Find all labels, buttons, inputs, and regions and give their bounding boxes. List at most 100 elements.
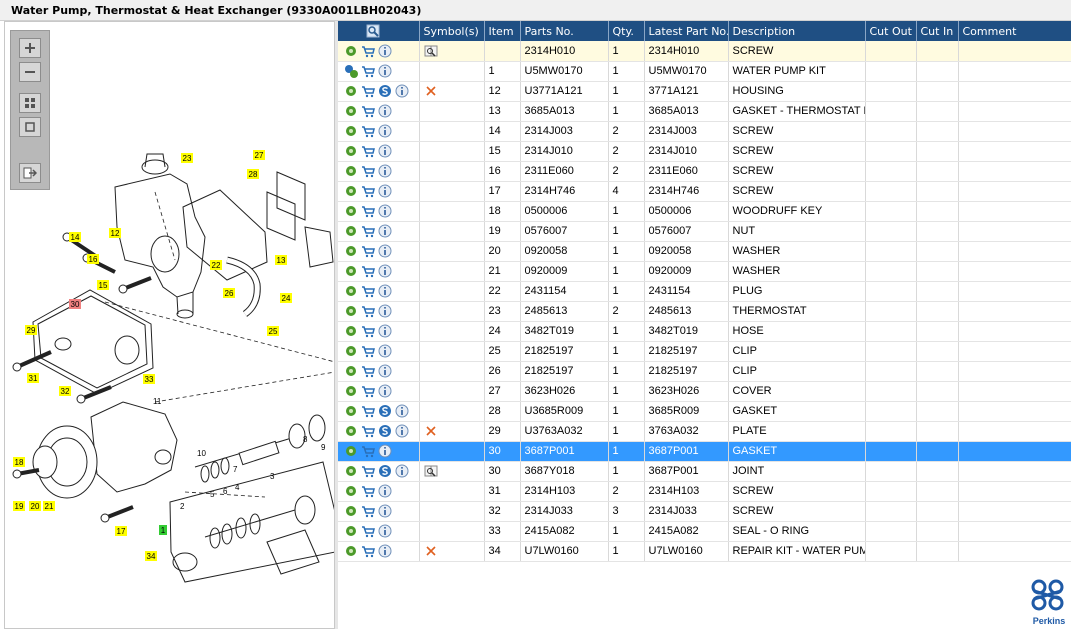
description-cell[interactable]: SCREW xyxy=(728,121,866,142)
cut-out-cell[interactable] xyxy=(865,361,917,382)
qty-cell[interactable]: 2 xyxy=(608,161,645,182)
parts-no-cell[interactable]: 0920009 xyxy=(520,261,609,282)
cut-out-cell[interactable] xyxy=(865,501,917,522)
s-icon[interactable] xyxy=(378,84,392,98)
cut-out-cell[interactable] xyxy=(865,101,917,122)
cut-in-cell[interactable] xyxy=(916,121,959,142)
latest-part-no-cell[interactable]: 3685A013 xyxy=(644,101,729,122)
cut-in-cell[interactable] xyxy=(916,201,959,222)
gear-icon[interactable] xyxy=(344,84,358,98)
callout-24[interactable]: 24 xyxy=(282,294,291,303)
description-cell[interactable]: HOUSING xyxy=(728,81,866,102)
qty-cell[interactable]: 1 xyxy=(608,241,645,262)
item-cell[interactable]: 27 xyxy=(484,381,521,402)
gear-icon[interactable] xyxy=(344,424,358,438)
callout-27[interactable]: 27 xyxy=(255,151,264,160)
comment-cell[interactable] xyxy=(958,461,1071,482)
parts-no-cell[interactable]: 2314J010 xyxy=(520,141,609,162)
cut-in-cell[interactable] xyxy=(916,341,959,362)
parts-no-cell[interactable]: 21825197 xyxy=(520,341,609,362)
item-cell[interactable]: 32 xyxy=(484,501,521,522)
cart-icon[interactable] xyxy=(361,164,375,178)
callout-1[interactable]: 1 xyxy=(161,526,166,535)
gear-icon[interactable] xyxy=(344,404,358,418)
qty-cell[interactable]: 1 xyxy=(608,341,645,362)
gear-icon[interactable] xyxy=(344,384,358,398)
parts-no-cell[interactable]: U3685R009 xyxy=(520,401,609,422)
latest-part-no-cell[interactable]: 21825197 xyxy=(644,341,729,362)
gear-icon[interactable] xyxy=(344,364,358,378)
cut-out-cell[interactable] xyxy=(865,401,917,422)
cut-out-cell[interactable] xyxy=(865,61,917,82)
info-icon[interactable] xyxy=(378,324,392,338)
latest-part-no-cell[interactable]: U5MW0170 xyxy=(644,61,729,82)
cart-icon[interactable] xyxy=(361,404,375,418)
item-cell[interactable]: 21 xyxy=(484,261,521,282)
cut-in-cell[interactable] xyxy=(916,461,959,482)
item-cell[interactable]: 15 xyxy=(484,141,521,162)
description-cell[interactable]: SCREW xyxy=(728,181,866,202)
column-header-symbols[interactable]: Symbol(s) xyxy=(419,21,485,41)
parts-no-cell[interactable]: 0920058 xyxy=(520,241,609,262)
parts-no-cell[interactable]: 2314H103 xyxy=(520,481,609,502)
comment-cell[interactable] xyxy=(958,381,1071,402)
cut-out-cell[interactable] xyxy=(865,321,917,342)
cart-icon[interactable] xyxy=(361,304,375,318)
gear-icon[interactable] xyxy=(344,544,358,558)
latest-part-no-cell[interactable]: 0920058 xyxy=(644,241,729,262)
qty-cell[interactable]: 4 xyxy=(608,181,645,202)
info-icon[interactable] xyxy=(378,344,392,358)
latest-part-no-cell[interactable]: 0576007 xyxy=(644,221,729,242)
qty-cell[interactable]: 1 xyxy=(608,321,645,342)
comment-cell[interactable] xyxy=(958,261,1071,282)
book-icon[interactable] xyxy=(424,464,438,478)
comment-cell[interactable] xyxy=(958,81,1071,102)
column-header-parts-no[interactable]: Parts No. xyxy=(520,21,609,41)
description-cell[interactable]: SCREW xyxy=(728,141,866,162)
description-cell[interactable]: GASKET xyxy=(728,441,866,462)
cut-out-cell[interactable] xyxy=(865,221,917,242)
callout-14[interactable]: 14 xyxy=(71,233,80,242)
qty-cell[interactable]: 2 xyxy=(608,121,645,142)
comment-cell[interactable] xyxy=(958,501,1071,522)
parts-no-cell[interactable]: U3771A121 xyxy=(520,81,609,102)
s-icon[interactable] xyxy=(378,424,392,438)
cut-in-cell[interactable] xyxy=(916,181,959,202)
parts-no-cell[interactable]: 0500006 xyxy=(520,201,609,222)
info-icon[interactable] xyxy=(378,204,392,218)
parts-no-cell[interactable]: 3687Y018 xyxy=(520,461,609,482)
parts-no-cell[interactable]: 2431154 xyxy=(520,281,609,302)
info-icon[interactable] xyxy=(378,104,392,118)
parts-no-cell[interactable]: U5MW0170 xyxy=(520,61,609,82)
gear-icon[interactable] xyxy=(344,524,358,538)
cut-in-cell[interactable] xyxy=(916,301,959,322)
info-icon[interactable] xyxy=(378,184,392,198)
callout-12[interactable]: 12 xyxy=(111,229,120,238)
item-cell[interactable]: 12 xyxy=(484,81,521,102)
cut-out-cell[interactable] xyxy=(865,481,917,502)
comment-cell[interactable] xyxy=(958,181,1071,202)
parts-no-cell[interactable]: 0576007 xyxy=(520,221,609,242)
parts-no-cell[interactable]: U3763A032 xyxy=(520,421,609,442)
item-cell[interactable]: 26 xyxy=(484,361,521,382)
cart-icon[interactable] xyxy=(361,84,375,98)
gear-icon[interactable] xyxy=(344,124,358,138)
cart-icon[interactable] xyxy=(361,44,375,58)
callout-18[interactable]: 18 xyxy=(15,458,24,467)
comment-cell[interactable] xyxy=(958,441,1071,462)
parts-no-cell[interactable]: 2311E060 xyxy=(520,161,609,182)
latest-part-no-cell[interactable]: 2314J003 xyxy=(644,121,729,142)
item-cell[interactable]: 14 xyxy=(484,121,521,142)
cart-icon[interactable] xyxy=(361,264,375,278)
